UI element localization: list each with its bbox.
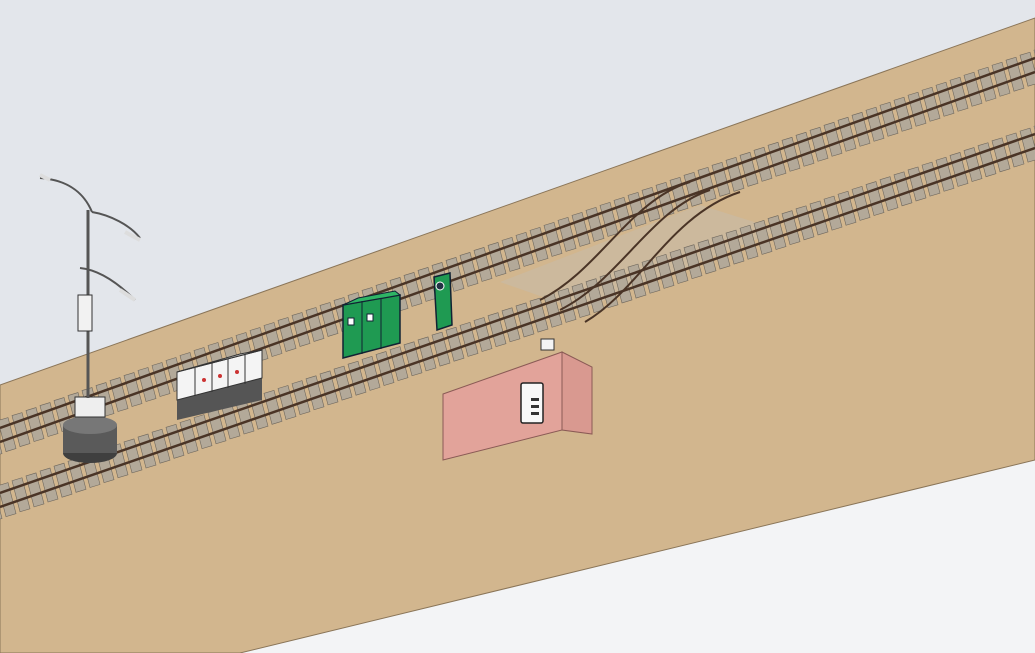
rail bbox=[0, 146, 1035, 509]
sleeper bbox=[0, 509, 3, 520]
signal-pole bbox=[39, 173, 141, 463]
switch-area bbox=[500, 205, 780, 310]
signal-post bbox=[433, 272, 453, 332]
rail bbox=[0, 132, 1035, 495]
sleeper bbox=[0, 444, 3, 455]
green-cabinet bbox=[342, 290, 402, 359]
switch-crossover bbox=[539, 181, 741, 323]
rail bbox=[0, 70, 1035, 444]
rail bbox=[0, 56, 1035, 430]
control-panel bbox=[520, 382, 544, 424]
junction-box bbox=[540, 338, 555, 351]
wall-panel bbox=[442, 351, 593, 461]
relay-cabinet bbox=[176, 349, 263, 420]
